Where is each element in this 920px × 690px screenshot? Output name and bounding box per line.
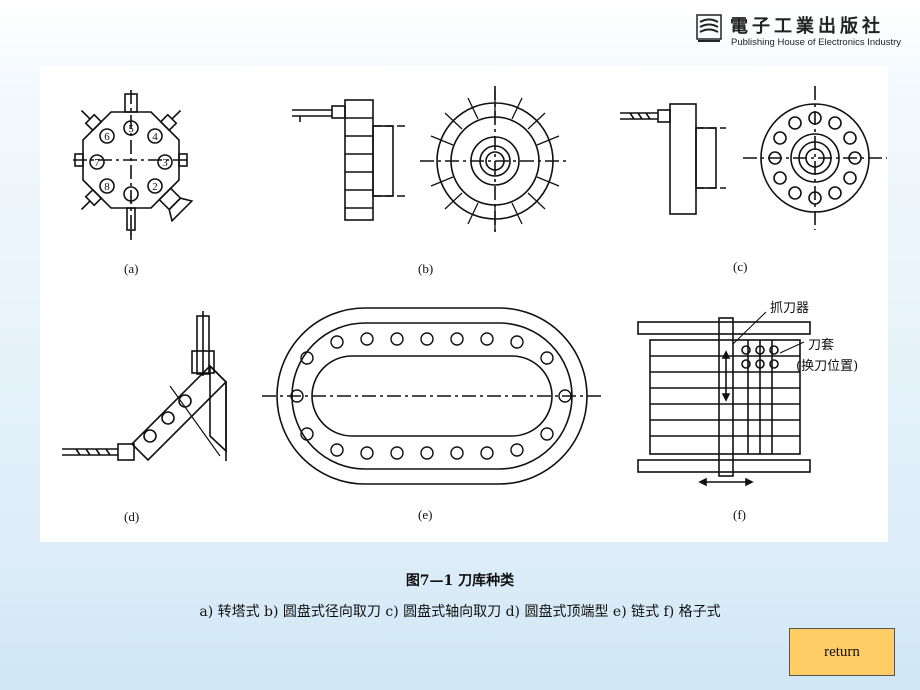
diagram-turret — [73, 90, 194, 240]
return-button[interactable]: return — [789, 628, 895, 676]
figure-caption-title: 图7—1 刀库种类 — [405, 573, 515, 589]
label-b: (b) — [418, 261, 434, 276]
diagram-disc-axial-side — [620, 103, 726, 215]
publisher-name-cn: 電子工業出版社 — [730, 16, 884, 37]
annotation-sleeve: 刀套 — [808, 338, 835, 353]
diagram-disc-axial-front — [743, 86, 887, 230]
figure-caption-subtitle: a) 转塔式 b) 圆盘式径向取刀 c) 圆盘式轴向取刀 d) 圆盘式顶端型 e… — [199, 604, 721, 620]
turret-numbers: 1 2 3 4 5 6 7 8 — [94, 123, 168, 206]
turret-number-5: 5 — [128, 123, 134, 135]
diagram-disc-radial-side — [292, 99, 405, 221]
diagram-disc-radial-front — [420, 86, 570, 236]
publisher-name-en: Publishing House of Electronics Industry — [731, 37, 902, 48]
figure-drawing: 1 2 3 4 5 6 7 8 — [62, 86, 887, 487]
turret-number-3: 3 — [162, 157, 168, 169]
turret-number-7: 7 — [94, 157, 100, 169]
diagram-grid — [637, 311, 811, 487]
label-d: (d) — [124, 509, 140, 524]
label-a: (a) — [124, 261, 139, 276]
diagram-disc-top — [62, 311, 228, 462]
publisher-logo — [696, 14, 722, 42]
annotation-exchange-position: (换刀位置) — [796, 359, 859, 374]
annotation-gripper: 抓刀器 — [770, 301, 810, 316]
label-e: (e) — [418, 507, 433, 522]
turret-number-2: 2 — [152, 181, 158, 193]
header: 電子工業出版社 Publishing House of Electronics … — [0, 0, 920, 60]
label-c: (c) — [733, 259, 748, 274]
label-f: (f) — [733, 507, 746, 522]
tool-magazine-figure: 1 2 3 4 5 6 7 8 — [40, 66, 888, 542]
turret-number-6: 6 — [104, 131, 110, 143]
diagram-chain — [262, 307, 602, 485]
turret-number-4: 4 — [152, 131, 158, 143]
turret-number-1: 1 — [128, 194, 134, 206]
turret-number-8: 8 — [104, 181, 110, 193]
